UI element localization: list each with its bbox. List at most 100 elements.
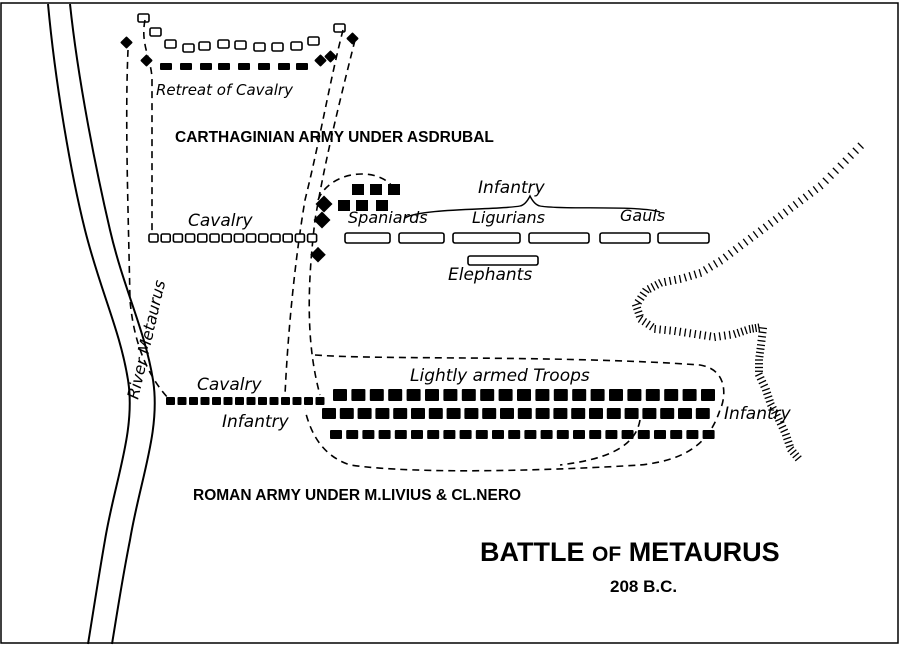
- hill-hachure: [708, 332, 712, 341]
- carthaginian-cavalry-unit: [172, 233, 184, 243]
- hills: [631, 142, 864, 462]
- roman-infantry-unit: [553, 408, 568, 419]
- roman-infantry-unit: [517, 408, 532, 419]
- hill-hachure: [857, 142, 864, 149]
- hill-hachure: [842, 157, 849, 164]
- carthaginian-infantry-line: [344, 232, 710, 266]
- flank-unit: [376, 200, 388, 211]
- hill-hachure: [792, 200, 799, 209]
- hill-hachure: [757, 323, 761, 332]
- lightly-armed-unit: [645, 389, 660, 401]
- roman-cavalry-label: Cavalry: [197, 375, 262, 395]
- hill-hachure: [678, 327, 682, 336]
- roman-cavalry-unit: [189, 397, 198, 405]
- path-left-outer: [125, 49, 171, 401]
- roman-infantry-unit: [322, 408, 336, 419]
- hill-hachure: [765, 399, 774, 403]
- carthaginian-cavalry-unit: [233, 233, 245, 243]
- roman-infantry-unit: [492, 430, 504, 439]
- roman-infantry-unit: [660, 408, 675, 419]
- hill-hachure: [751, 324, 755, 333]
- roman-cavalry-unit: [200, 397, 210, 405]
- hill-hachure: [773, 413, 781, 419]
- hill-hachure: [641, 317, 648, 326]
- hill-hachure: [827, 172, 834, 179]
- lightly-armed-unit: [682, 389, 697, 401]
- pursuing-unit: [160, 63, 172, 70]
- hill-hachure: [728, 330, 732, 339]
- hill-hachure: [718, 332, 722, 341]
- roman-infantry-unit: [540, 430, 553, 439]
- hill-hachure: [740, 327, 745, 336]
- flank-unit: [338, 200, 350, 211]
- carthaginian-cavalry-unit: [245, 233, 257, 243]
- pursuing-unit: [140, 54, 153, 67]
- hill-hachure: [777, 212, 784, 220]
- roman-infantry-unit: [446, 408, 461, 419]
- hill-hachure: [688, 271, 693, 280]
- hill-hachure: [633, 306, 642, 311]
- hill-hachure: [757, 227, 764, 235]
- retreat-cavalry-unit: [271, 42, 284, 52]
- hill-hachure: [778, 424, 787, 430]
- hill-hachure: [755, 351, 765, 354]
- retreat-cavalry-unit: [234, 40, 247, 50]
- hill-hachure: [732, 245, 739, 254]
- carthaginian-cavalry-unit: [197, 233, 208, 243]
- hill-hachure: [757, 335, 767, 338]
- lightly-armed-unit: [553, 389, 568, 401]
- pursuing-unit: [324, 50, 337, 63]
- hill-hachure: [763, 391, 772, 396]
- hill-hachure: [673, 275, 677, 285]
- carthaginian-infantry-label: Infantry: [478, 178, 546, 198]
- roman-infantry-unit: [357, 408, 372, 419]
- carthaginian-cavalry-line: [148, 233, 318, 243]
- roman-army-label: ROMAN ARMY UNDER M.LIVIUS & CL.NERO: [193, 487, 521, 504]
- roman-infantry-unit: [642, 408, 657, 419]
- map-title: BATTLE OF METAURUS: [480, 537, 780, 567]
- flank-unit: [370, 184, 382, 195]
- hill-hachure: [698, 268, 703, 277]
- ligurians-block-1: [452, 232, 521, 244]
- hill-hachure: [634, 299, 643, 305]
- hill-hachure: [762, 223, 769, 231]
- hill-hachure: [767, 219, 774, 227]
- roman-infantry-unit: [459, 430, 472, 439]
- hill-hachure: [764, 395, 773, 400]
- hill-hachure: [702, 266, 709, 274]
- roman-infantry-unit: [524, 430, 537, 439]
- retreat-cavalry-unit: [149, 27, 162, 37]
- spaniards-block-1: [344, 232, 391, 244]
- hill-hachure: [673, 326, 677, 336]
- carthaginian-cavalry-unit: [270, 233, 281, 243]
- flank-unit: [310, 246, 326, 263]
- lightly-armed-unit: [517, 389, 531, 401]
- hill-hachure: [772, 215, 779, 224]
- lightly-armed-unit: [701, 389, 715, 401]
- hill-hachure: [758, 327, 768, 330]
- roman-infantry-unit: [411, 430, 423, 439]
- roman-infantry-unit: [378, 430, 391, 439]
- roman-infantry-unit: [482, 408, 497, 419]
- roman-infantry-unit: [573, 430, 585, 439]
- hill-hachure: [634, 310, 643, 315]
- hill-hachure: [807, 189, 814, 197]
- hill-hachure: [683, 328, 687, 337]
- retreat-cavalry-unit: [290, 41, 303, 51]
- roman-cavalry-unit: [177, 397, 187, 405]
- lightly-armed-unit: [443, 389, 458, 401]
- carthaginian-cavalry-unit: [148, 233, 159, 243]
- hill-hachure: [767, 402, 775, 407]
- retreat-of-cavalry-label: Retreat of Cavalry: [156, 81, 294, 99]
- hill-hachure: [756, 347, 765, 351]
- roman-infantry-unit: [464, 408, 479, 419]
- hill-hachure: [637, 315, 644, 323]
- carthaginian-cavalry-label: Cavalry: [188, 211, 253, 231]
- roman-line-2: [322, 408, 710, 419]
- hill-hachure: [782, 208, 789, 216]
- hill-hachure: [703, 331, 707, 340]
- hill-hachure: [654, 324, 657, 334]
- hill-hachure: [668, 276, 672, 286]
- pursuing-unit: [180, 63, 192, 70]
